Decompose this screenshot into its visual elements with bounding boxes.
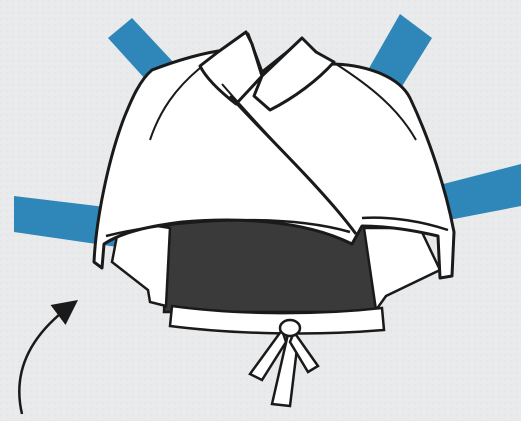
bow-knot	[280, 320, 300, 336]
